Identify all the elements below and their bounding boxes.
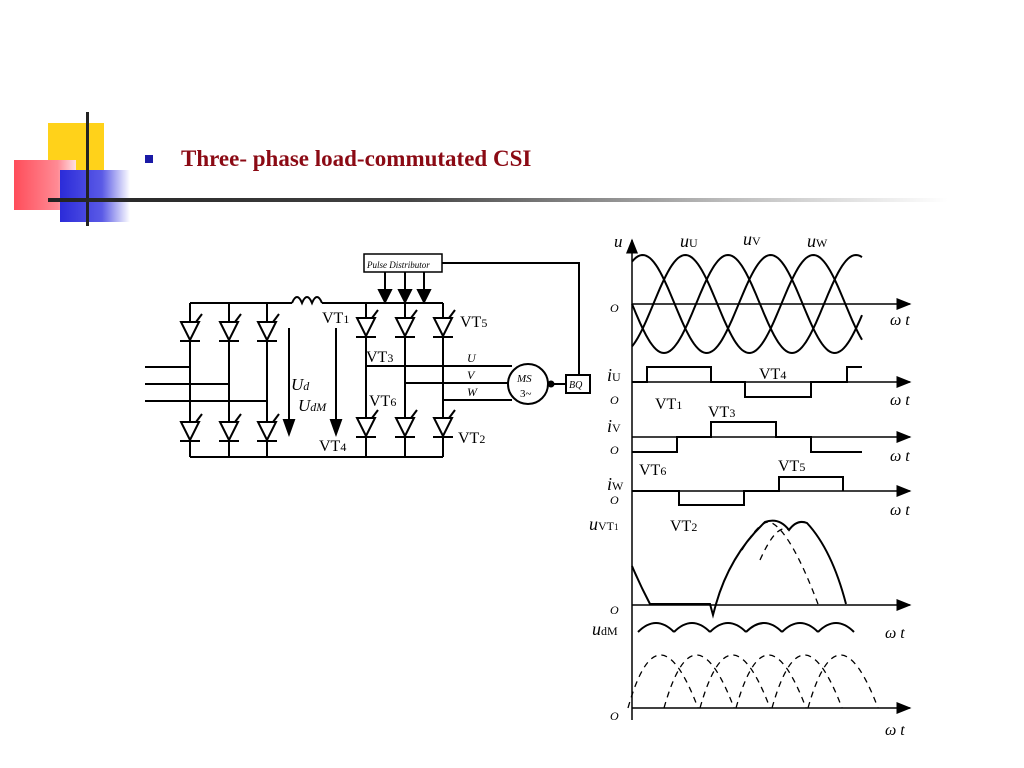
waveform-axes xyxy=(626,238,912,720)
uvt1-wave xyxy=(631,519,847,619)
udm-label: UdM xyxy=(298,396,327,415)
iv-label: iV xyxy=(607,416,621,436)
omega-t-4: ω t xyxy=(890,502,910,519)
omega-t-3: ω t xyxy=(890,448,910,465)
deco-vertical-line xyxy=(86,112,89,226)
omega-t-2: ω t xyxy=(890,392,910,409)
vt2-label: VT2 xyxy=(458,430,485,447)
wave-vt2-label: VT2 xyxy=(670,518,697,535)
vt1-label: VT1 xyxy=(322,310,349,327)
rect-thyristor-top-2-icon xyxy=(218,313,242,343)
bq-label: BQ xyxy=(569,380,583,391)
omega-t-5: ω t xyxy=(885,625,905,642)
uvt1-label: uVT1 xyxy=(589,514,619,534)
wave-iu xyxy=(632,366,862,398)
feedback-line xyxy=(442,262,580,375)
phase-w-label: W xyxy=(467,385,478,399)
iu-label: iU xyxy=(607,365,621,385)
rect-thyristor-bottom-2-icon xyxy=(218,413,242,443)
rect-thyristor-bottom-3-icon xyxy=(256,413,280,443)
wave-u xyxy=(631,253,863,355)
origin-4: O xyxy=(610,493,619,507)
phase-u-label: U xyxy=(467,351,477,365)
inv-thyristor-vt6-icon xyxy=(394,409,418,439)
motor-label-ms: MS xyxy=(516,373,532,385)
title-row: Three- phase load-commutated CSI xyxy=(145,146,531,172)
udm-wave-label: udM xyxy=(592,619,618,639)
deco-blue-square xyxy=(60,170,130,222)
omega-t-1: ω t xyxy=(890,312,910,329)
rect-thyristor-top-3-icon xyxy=(256,313,280,343)
motor-label-3phase: 3~ xyxy=(520,388,532,400)
inv-thyristor-vt5-icon xyxy=(432,309,456,339)
thyristors xyxy=(179,309,456,443)
wave-iv xyxy=(632,421,862,453)
wave-vt4-label: VT4 xyxy=(759,366,786,383)
inv-thyristor-vt1-icon xyxy=(355,309,379,339)
uu-label: uU xyxy=(680,231,698,251)
wave-vt1-label: VT1 xyxy=(655,396,682,413)
pulse-arrows xyxy=(377,289,432,305)
wave-udm-solid xyxy=(637,622,855,633)
vt5-label: VT5 xyxy=(460,314,487,331)
phase-v-label: V xyxy=(467,368,476,382)
inv-thyristor-vt2-icon xyxy=(432,409,456,439)
vt4-label: VT4 xyxy=(319,438,346,455)
uw-label: uW xyxy=(807,231,828,251)
wave-iw xyxy=(632,476,844,506)
inv-thyristor-vt3-icon xyxy=(394,309,418,339)
dc-inductor xyxy=(291,296,323,306)
wave-vt5-label: VT5 xyxy=(778,458,805,475)
rect-thyristor-bottom-1-icon xyxy=(179,413,203,443)
vt3-label: VT3 xyxy=(366,349,393,366)
wave-vt6-label: VT6 xyxy=(639,462,666,479)
wave-uvt1-dashed-1 xyxy=(741,521,819,605)
waveform-labels: u uU uV uW O O O O O O ω t ω t ω t ω t ω… xyxy=(589,229,910,739)
wave-vt3-label: VT3 xyxy=(708,404,735,421)
phase-voltage-waves xyxy=(631,253,863,355)
origin-1: O xyxy=(610,301,619,315)
omega-t-6: ω t xyxy=(885,722,905,739)
current-waves xyxy=(632,366,862,506)
origin-6: O xyxy=(610,709,619,723)
shaft-dot xyxy=(547,380,555,388)
wave-uvt1-dashed-2 xyxy=(759,528,790,561)
circuit-labels: Pulse Distributor MS 3~ BQ U V W Ud UdM … xyxy=(291,260,583,455)
ud-label: Ud xyxy=(291,375,310,394)
wave-w xyxy=(631,253,863,355)
bullet-icon xyxy=(145,155,153,163)
pulse-distributor-label: Pulse Distributor xyxy=(366,260,430,270)
udm-wave xyxy=(627,622,879,709)
uv-label: uV xyxy=(743,229,761,249)
origin-2: O xyxy=(610,393,619,407)
origin-5: O xyxy=(610,603,619,617)
iw-label: iW xyxy=(607,474,624,494)
inv-thyristor-vt4-icon xyxy=(355,409,379,439)
wave-uvt1-solid xyxy=(631,519,847,619)
vt6-label: VT6 xyxy=(369,393,396,410)
origin-3: O xyxy=(610,443,619,457)
udm-arrowhead xyxy=(329,419,343,437)
u-axis-label: u xyxy=(614,232,623,251)
wave-udm-dashed xyxy=(627,654,879,709)
ud-arrowhead xyxy=(282,419,296,437)
title-rule xyxy=(48,198,948,202)
wave-v xyxy=(631,253,863,355)
slide-title: Three- phase load-commutated CSI xyxy=(181,146,532,171)
rect-thyristor-top-1-icon xyxy=(179,313,203,343)
